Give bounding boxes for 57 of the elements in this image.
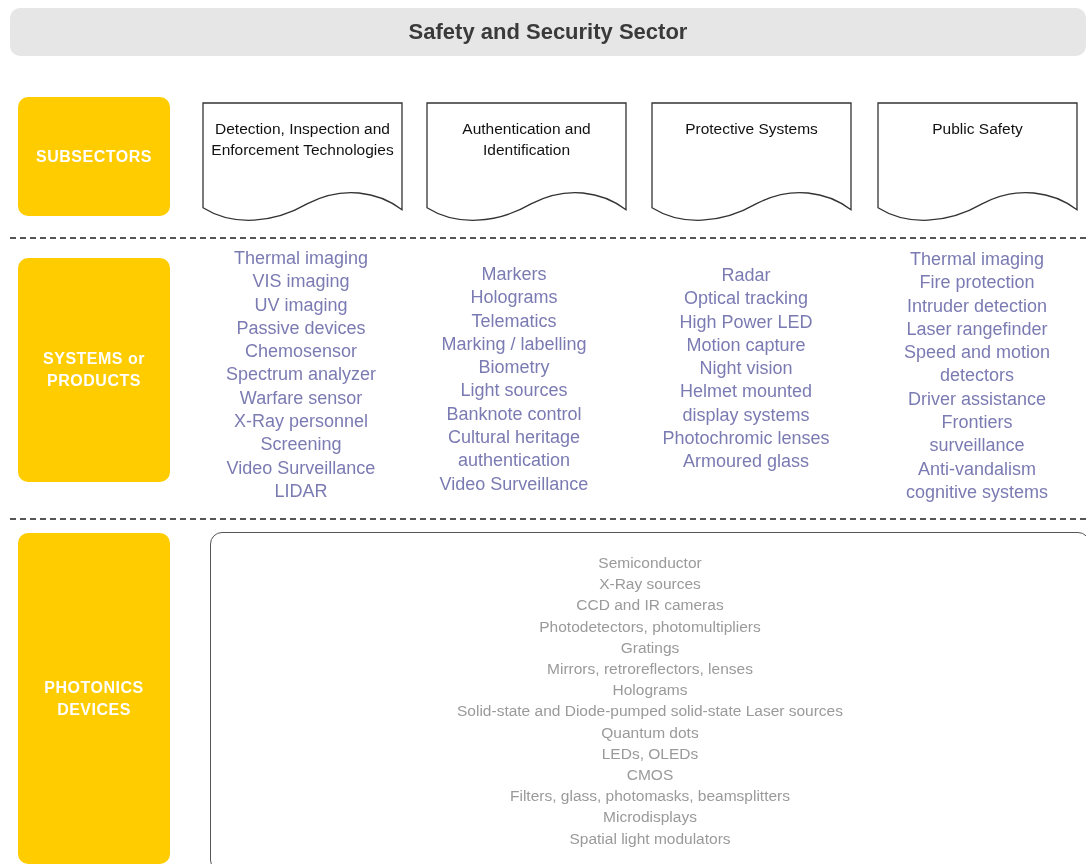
list-item: Semiconductor xyxy=(598,553,702,573)
subsector-label: Authentication and Identification xyxy=(461,119,592,160)
list-item: Holograms xyxy=(612,680,688,701)
list-item: CCD and IR cameras xyxy=(576,595,724,616)
list-item: Fire protection xyxy=(919,271,1035,295)
subsector-label: Public Safety xyxy=(931,119,1024,139)
list-item: Anti-vandalism cognitive systems xyxy=(904,457,1050,504)
list-item: Video Surveillance xyxy=(226,456,376,480)
list-item: Gratings xyxy=(620,637,680,658)
list-item: Cultural heritage authentication xyxy=(446,426,582,473)
list-item: Thermal imaging xyxy=(909,248,1045,271)
list-item: Telematics xyxy=(471,309,557,333)
list-item: Holograms xyxy=(470,286,558,310)
list-item: Speed and motion detectors xyxy=(902,341,1052,388)
subsector-label: Detection, Inspection and Enforcement Technologies xyxy=(210,119,395,160)
list-item: Spectrum analyzer xyxy=(225,363,377,387)
list-item: Filters, glass, photomasks, beamsplitters xyxy=(510,786,790,807)
list-item: Video Surveillance xyxy=(439,472,589,496)
list-item: Light sources xyxy=(460,379,568,403)
list-item: Armoured glass xyxy=(682,450,810,474)
list-item: Driver assistance xyxy=(907,387,1046,411)
list-item: Warfare sensor xyxy=(239,386,363,410)
list-item: CMOS xyxy=(626,765,674,786)
list-item: High Power LED xyxy=(679,310,813,334)
list-item: Solid-state and Diode-pumped solid-state Laser sources xyxy=(457,701,843,722)
list-item: Biometry xyxy=(478,356,550,380)
list-item: LIDAR xyxy=(274,479,328,503)
list-item: Spatial light modulators xyxy=(569,828,731,849)
list-item: Photochromic lenses xyxy=(662,427,830,451)
list-item: Laser rangefinder xyxy=(906,317,1048,341)
list-item: Thermal imaging xyxy=(233,247,369,270)
list-item: Frontiers surveillance xyxy=(928,411,1026,458)
list-item: UV imaging xyxy=(254,293,348,317)
list-item: Markers xyxy=(481,263,547,286)
list-item: Intruder detection xyxy=(906,294,1048,318)
list-item: X-Ray personnel Screening xyxy=(232,410,370,457)
list-item: Quantum dots xyxy=(601,722,699,743)
row-header-tab: PHOTONICS DEVICES xyxy=(18,533,170,864)
list-item: Chemosensor xyxy=(244,340,358,364)
row-header-tab: SYSTEMS or PRODUCTS xyxy=(18,258,170,482)
list-item: Night vision xyxy=(699,357,793,381)
list-item: Optical tracking xyxy=(683,287,809,311)
list-item: Banknote control xyxy=(446,402,582,426)
title-banner: Safety and Security Sector xyxy=(10,8,1086,56)
list-item: Motion capture xyxy=(686,333,806,357)
list-item: Mirrors, retroreflectors, lenses xyxy=(547,659,753,679)
list-item: VIS imaging xyxy=(252,270,350,294)
list-item: LEDs, OLEDs xyxy=(601,743,699,764)
list-item: Microdisplays xyxy=(603,807,697,828)
row-header-tab: SUBSECTORS xyxy=(18,97,170,216)
subsector-label: Protective Systems xyxy=(684,119,819,139)
list-item: Helmet mounted display systems xyxy=(678,380,814,427)
list-item: Photodetectors, photomultipliers xyxy=(539,616,761,637)
list-item: X-Ray sources xyxy=(599,574,701,595)
list-item: Marking / labelling xyxy=(441,332,587,356)
list-item: Passive devices xyxy=(236,316,366,340)
list-item: Radar xyxy=(721,264,771,287)
